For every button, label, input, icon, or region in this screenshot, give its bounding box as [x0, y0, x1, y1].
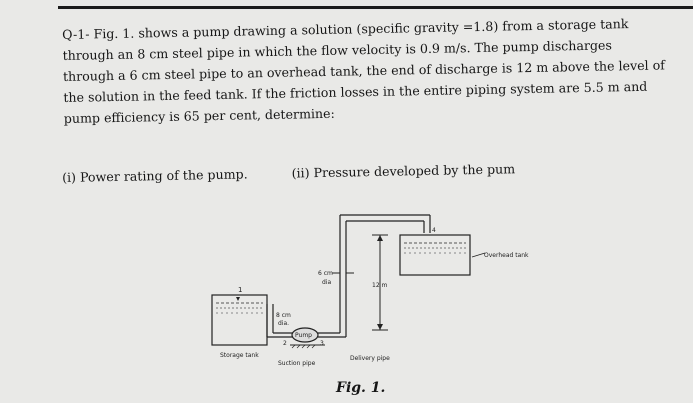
question-options: (i) Power rating of the pump. (ii) Press… [62, 161, 515, 185]
top-rule [58, 6, 693, 9]
eight-cm-label: 8 cm [276, 312, 291, 319]
dia-top-label: dia [322, 279, 331, 286]
option-i: (i) Power rating of the pump. [62, 166, 248, 185]
suction-pipe-label: Suction pipe [278, 360, 316, 367]
delivery-pipe-label: Delivery pipe [350, 355, 390, 362]
pump-label: Pump [295, 332, 312, 339]
storage-tank: 1 [211, 286, 268, 346]
delivery-pipe [318, 214, 431, 338]
storage-tank-label: Storage tank [220, 352, 259, 359]
option-ii: (ii) Pressure developed by the pum [291, 161, 516, 181]
point-4-label: 4 [432, 227, 436, 234]
question-text: Q-1- Fig. 1. shows a pump drawing a solu… [62, 12, 665, 128]
pump-figure: 1 Pump Overhead tank 4 [211, 214, 529, 367]
dia-bottom-label: dia. [278, 320, 289, 327]
point-1-label: 1 [238, 286, 242, 294]
overhead-tank: Overhead tank 4 [399, 227, 529, 276]
twelve-m-label: 12 m [372, 282, 388, 289]
point-3-label: 3 [320, 340, 324, 347]
height-dimension: 12 m [372, 234, 388, 331]
overhead-tank-label: Overhead tank [484, 252, 529, 259]
eight-cm-dia-annotation: 8 cm dia. [276, 312, 291, 327]
figure-caption: Fig. 1. [336, 380, 386, 396]
pump: Pump [290, 327, 325, 349]
six-cm-label: 6 cm [318, 270, 333, 277]
liquid-level-marker [236, 297, 240, 301]
six-cm-dia-annotation: 6 cm dia [318, 270, 354, 286]
point-2-label: 2 [283, 340, 287, 347]
